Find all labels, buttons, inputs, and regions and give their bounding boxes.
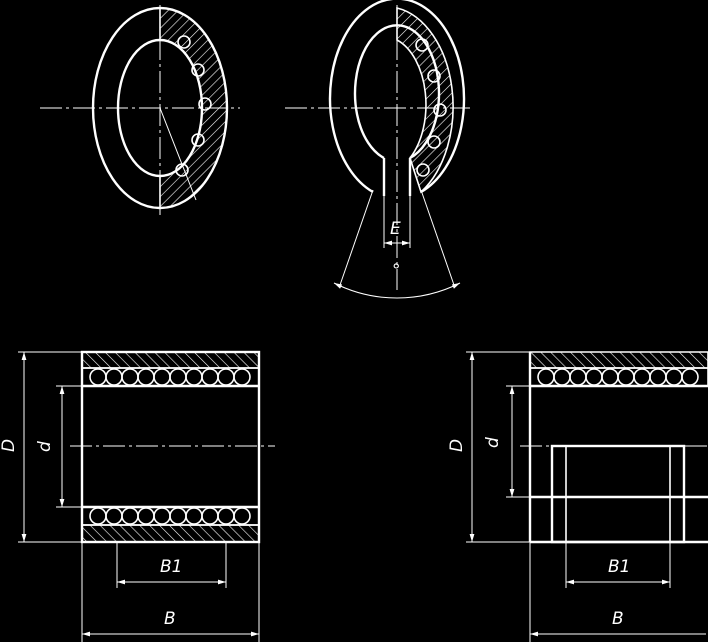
bottom-ball-row <box>89 507 251 525</box>
label-E: E <box>390 219 401 239</box>
ball <box>121 507 139 525</box>
ball <box>153 507 171 525</box>
label-B: B <box>612 609 624 629</box>
angle-line-left <box>339 189 374 286</box>
ball <box>585 368 603 386</box>
ball <box>633 368 651 386</box>
ball-circles <box>415 38 447 177</box>
bottom-shell-hatch <box>81 524 260 543</box>
ball <box>153 368 171 386</box>
ball <box>201 507 219 525</box>
ball <box>681 368 699 386</box>
slot-outline <box>550 444 686 544</box>
ball <box>649 368 667 386</box>
ball <box>137 507 155 525</box>
ball <box>201 368 219 386</box>
ball <box>217 507 235 525</box>
side-view-open: D d B1 B <box>447 351 708 642</box>
ball <box>233 507 251 525</box>
radial-line <box>159 107 197 201</box>
angle-line-right <box>420 189 455 286</box>
ball <box>89 368 107 386</box>
ball <box>617 368 635 386</box>
top-ball-row <box>89 368 251 386</box>
label-d: d <box>483 437 503 448</box>
label-B: B <box>164 609 176 629</box>
label-B1: B1 <box>160 557 182 577</box>
ball <box>121 368 139 386</box>
outer-ring <box>328 0 466 194</box>
label-D: D <box>447 439 467 452</box>
ball <box>185 368 203 386</box>
ball <box>169 507 187 525</box>
label-d: d <box>35 441 55 452</box>
ball <box>169 368 187 386</box>
section-hatch <box>159 7 228 209</box>
ball <box>105 368 123 386</box>
top-ball-row <box>537 368 699 386</box>
ball <box>553 368 571 386</box>
ball <box>217 368 235 386</box>
ball <box>137 368 155 386</box>
label-angle: ° <box>392 261 401 281</box>
ball <box>185 507 203 525</box>
angle-arc <box>333 282 461 299</box>
ball <box>665 368 683 386</box>
ball <box>89 507 107 525</box>
ball <box>537 368 555 386</box>
label-B1: B1 <box>608 557 630 577</box>
top-shell-hatch <box>81 351 260 369</box>
ball <box>105 507 123 525</box>
end-view-open: E ° <box>285 0 470 299</box>
top-shell-hatch <box>529 351 708 369</box>
end-view-closed <box>40 5 240 215</box>
ball <box>601 368 619 386</box>
ball <box>233 368 251 386</box>
label-D: D <box>0 439 19 452</box>
side-view-closed: D d B1 B <box>0 350 275 642</box>
ball <box>569 368 587 386</box>
